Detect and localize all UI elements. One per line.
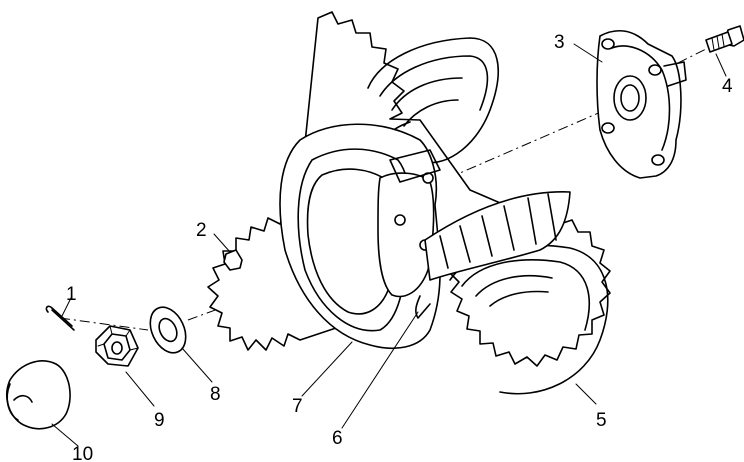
callout-9: 9 [154,410,165,431]
callout-7: 7 [292,396,303,417]
hub-flange [596,29,687,179]
callout-1: 1 [66,284,77,305]
wheel-rim [279,123,441,350]
castle-nut [95,325,139,367]
callout-4: 4 [722,76,733,97]
leader-lines [51,43,727,447]
callout-labels: 1 2 3 4 5 6 7 8 9 10 [66,32,733,462]
inner-rim-flange [415,295,431,319]
hub-cap [6,360,71,430]
callout-3: 3 [554,32,565,53]
washer [149,306,187,354]
callout-6: 6 [332,428,343,449]
callout-8: 8 [210,384,221,405]
tread-flap [424,191,571,281]
hub-bolt [705,25,744,53]
cotter-pin [45,305,75,331]
valve-stem [223,249,243,271]
callout-10: 10 [72,444,93,462]
callout-2: 2 [196,220,207,241]
callout-5: 5 [596,410,607,431]
